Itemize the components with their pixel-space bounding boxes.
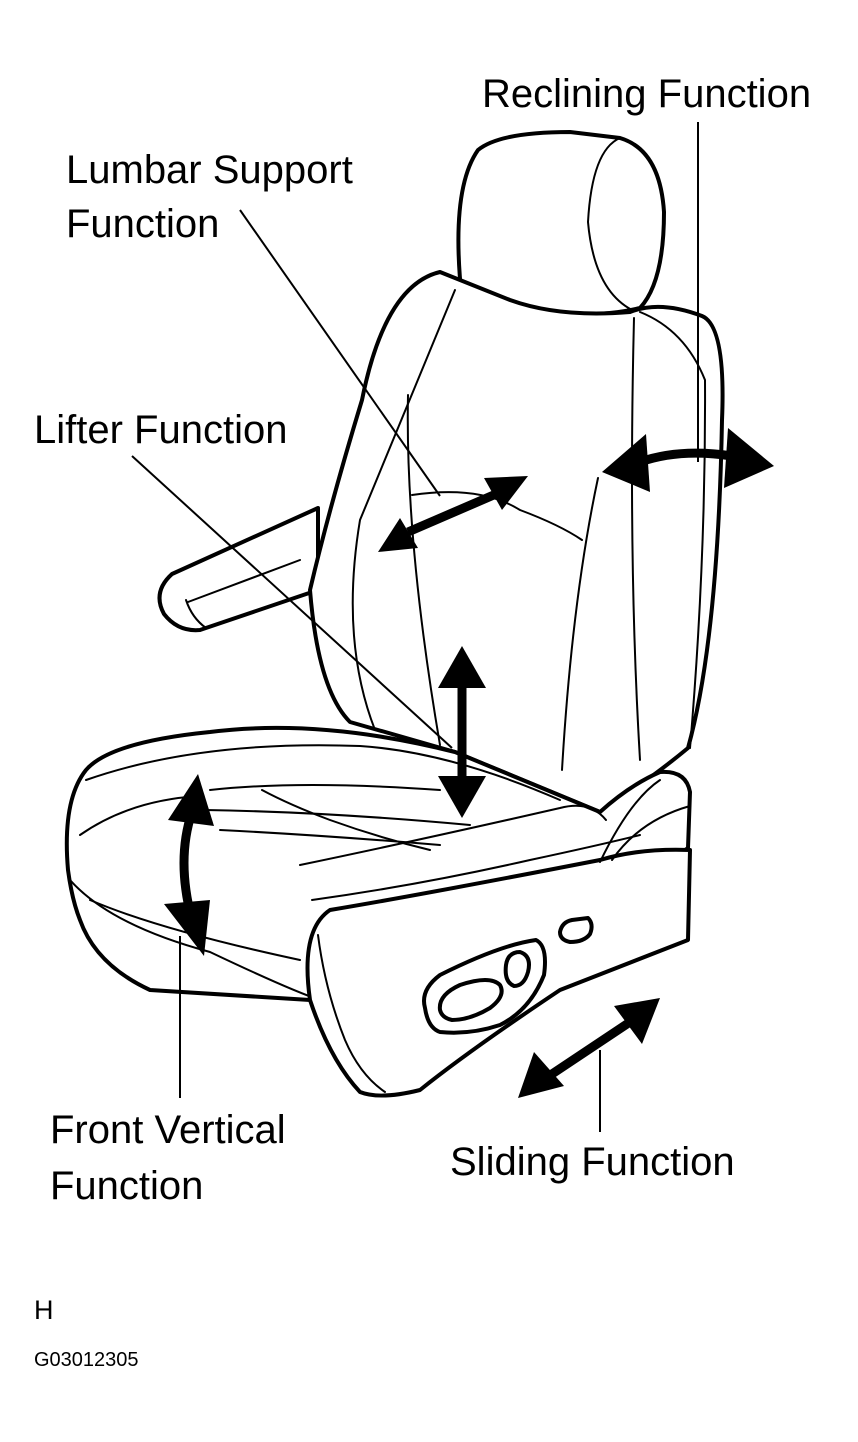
side-shield (305, 779, 692, 1098)
front-vertical-arrow (164, 774, 214, 956)
lifter-arrow (438, 646, 486, 818)
front-vertical-label-line2: Function (50, 1164, 204, 1208)
lifter-function-label: Lifter Function (34, 408, 288, 452)
lifter-leader (131, 455, 453, 749)
headrest (456, 130, 666, 317)
sliding-arrow (518, 998, 660, 1098)
lumbar-support-label-line1: Lumbar Support (66, 148, 353, 192)
figure-id: G03012305 (34, 1349, 139, 1371)
lumbar-leader (239, 209, 441, 497)
footer-code: H (34, 1295, 54, 1325)
leader-lines (131, 122, 699, 1132)
front-vertical-label-line1: Front Vertical (50, 1108, 286, 1152)
reclining-arrow (602, 428, 774, 492)
lumbar-arrow (378, 476, 528, 552)
seat-back (308, 270, 725, 814)
sliding-function-label: Sliding Function (450, 1140, 735, 1184)
reclining-function-label: Reclining Function (482, 72, 812, 116)
armrest (157, 506, 320, 633)
lumbar-support-label-line2: Function (66, 202, 220, 246)
